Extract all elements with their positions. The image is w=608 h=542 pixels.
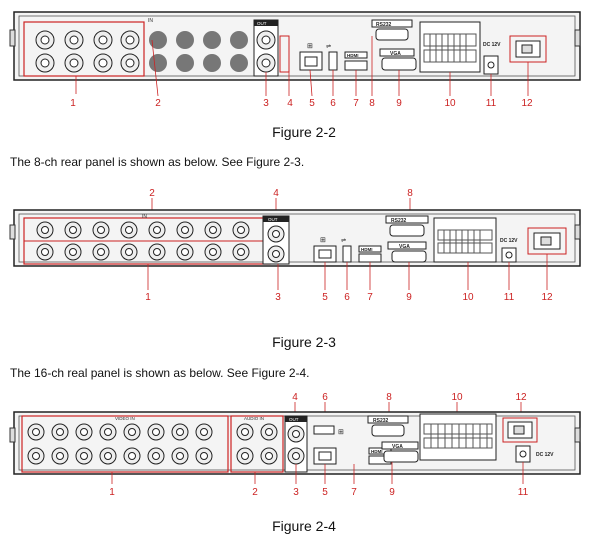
- svg-text:⇌: ⇌: [341, 237, 346, 244]
- callout-9: 9: [396, 98, 402, 109]
- figure-caption: Figure 2-4: [272, 518, 336, 534]
- rear-panel-figure-2-4: 4 6 8 10 12 VIDEO IN AUDIO IN: [9, 392, 581, 498]
- callout-4: 4: [287, 98, 293, 109]
- callout-6: 6: [322, 392, 328, 403]
- dc-power-port: [483, 55, 499, 75]
- callout-4: 4: [292, 392, 298, 403]
- intro-text: The 16-ch real panel is shown as below. …: [10, 366, 310, 380]
- video-in-label: VIDEO IN: [115, 416, 135, 421]
- callout-9: 9: [389, 487, 395, 498]
- hdmi-label: HDMI: [371, 449, 383, 454]
- callout-3: 3: [293, 487, 299, 498]
- audio-in-connectors: [236, 423, 278, 465]
- network-port: [313, 245, 337, 263]
- usb-port: [313, 425, 335, 435]
- in-label: IN: [148, 18, 153, 24]
- usb-port: [328, 51, 338, 71]
- hdmi-port: [358, 253, 382, 263]
- callout-1: 1: [145, 292, 151, 303]
- out-label: OUT: [257, 21, 267, 26]
- callout-6: 6: [330, 98, 336, 109]
- dc-power-port: [501, 247, 517, 263]
- hdmi-label: HDMI: [361, 247, 373, 252]
- callout-8: 8: [369, 98, 375, 109]
- callout-6: 6: [344, 292, 350, 303]
- vga-port: [381, 57, 417, 71]
- video-in-connectors: [36, 221, 250, 261]
- callout-7: 7: [353, 98, 359, 109]
- in-label: IN: [142, 214, 147, 220]
- callout-12: 12: [521, 98, 533, 109]
- rs232-port: [375, 28, 409, 41]
- callout-3: 3: [263, 98, 269, 109]
- video-in-group: [23, 21, 145, 77]
- rear-panel-figure-2-2: IN OUT ⊞ ⇌ HDMI RS232 VGA: [9, 11, 581, 109]
- dc-power-port: [515, 445, 531, 463]
- callout-numbers: 1 2 3 4 5 6 7 8 9 10 11 12: [70, 98, 533, 109]
- blank-plugs: [149, 31, 248, 72]
- usb-port: [342, 245, 352, 263]
- hdmi-label: HDMI: [347, 53, 359, 58]
- vga-label: VGA: [399, 244, 410, 250]
- callout-lines: [75, 36, 529, 97]
- callout-7: 7: [367, 292, 373, 303]
- dc-label: DC 12V: [536, 452, 554, 458]
- vga-label: VGA: [390, 51, 401, 57]
- callout-2: 2: [155, 98, 161, 109]
- video-in-connectors: [27, 423, 213, 465]
- rs232-label: RS232: [391, 218, 407, 224]
- intro-text: The 8-ch rear panel is shown as below. S…: [10, 155, 305, 169]
- callout-9: 9: [406, 292, 412, 303]
- callout-10: 10: [462, 292, 474, 303]
- out-label: OUT: [268, 217, 278, 222]
- callout-2: 2: [149, 188, 155, 199]
- dc-label: DC 12V: [500, 238, 518, 244]
- callout-7: 7: [351, 487, 357, 498]
- audio-in-group: [230, 415, 284, 473]
- callout-11: 11: [518, 487, 529, 498]
- callout-5: 5: [322, 292, 328, 303]
- network-port: [299, 51, 323, 71]
- vga-label: VGA: [392, 444, 403, 450]
- callout-11: 11: [486, 98, 497, 109]
- rs232-port: [389, 224, 425, 237]
- callout-8: 8: [386, 392, 392, 403]
- network-port: [313, 447, 337, 465]
- svg-text:⊞: ⊞: [338, 429, 344, 436]
- callout-12: 12: [541, 292, 553, 303]
- callout-2: 2: [252, 487, 258, 498]
- out-label: OUT: [289, 417, 299, 422]
- alarm-terminal-block: [419, 21, 481, 73]
- callout-10: 10: [444, 98, 456, 109]
- figure-caption: Figure 2-2: [272, 124, 336, 140]
- rs232-label: RS232: [376, 22, 392, 28]
- callout-12: 12: [515, 392, 527, 403]
- callout-3: 3: [275, 292, 281, 303]
- svg-text:⇌: ⇌: [326, 43, 331, 50]
- svg-text:⊞: ⊞: [320, 237, 326, 244]
- callout-5: 5: [309, 98, 315, 109]
- vga-port: [391, 250, 427, 263]
- rs232-label: RS232: [373, 418, 389, 424]
- hdmi-port: [344, 60, 368, 71]
- callout-8: 8: [407, 188, 413, 199]
- rear-panel-figure-2-3: 2 4 8 IN OUT ⊞ ⇌: [9, 188, 581, 303]
- audio-in-label: AUDIO IN: [244, 416, 264, 421]
- alarm-terminal-block: [419, 413, 497, 461]
- dc-label: DC 12V: [483, 42, 501, 48]
- video-in-connectors: [35, 30, 140, 73]
- callout-5: 5: [322, 487, 328, 498]
- video-in-group: [21, 415, 229, 473]
- callout-4: 4: [273, 188, 279, 199]
- rs232-port: [371, 424, 405, 437]
- callout-1: 1: [70, 98, 76, 109]
- alarm-terminal-block: [433, 217, 497, 263]
- callout-1: 1: [109, 487, 115, 498]
- callout-11: 11: [504, 292, 515, 303]
- svg-text:⊞: ⊞: [307, 43, 313, 50]
- callout-10: 10: [451, 392, 463, 403]
- vga-port: [383, 450, 419, 463]
- figure-caption: Figure 2-3: [272, 334, 336, 350]
